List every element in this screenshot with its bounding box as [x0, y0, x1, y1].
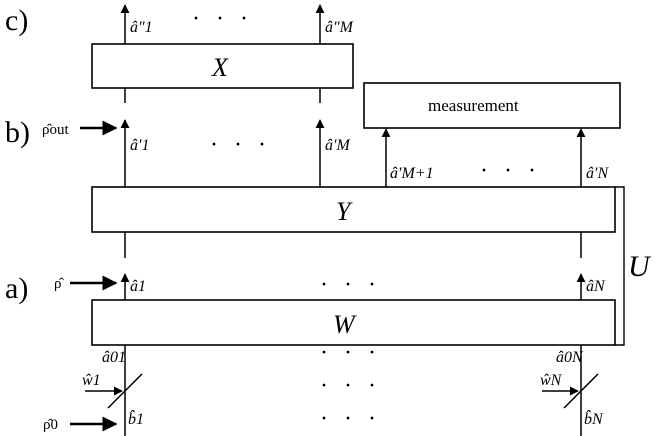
mode-label-c-last: â″M — [325, 19, 355, 36]
mode-label-b-last: â′N — [586, 165, 610, 182]
ellipsis-in-3: · · · — [320, 406, 381, 432]
unitary-bracket — [615, 186, 625, 346]
ellipsis-a: · · · — [320, 272, 381, 298]
ellipsis-c: · · · — [192, 6, 253, 32]
ellipsis-in-2: · · · — [320, 373, 381, 399]
unitary-label: U — [628, 250, 652, 283]
box-measurement — [363, 82, 621, 129]
box-x — [91, 43, 354, 89]
panel-label-b: b) — [5, 116, 30, 149]
mode-label-b-in-first: b̂1 — [128, 409, 144, 428]
mode-label-b-mid: â′M — [325, 137, 352, 154]
state-rho-out: ρ̂out — [42, 122, 69, 138]
mode-label-c-first: â″1 — [130, 19, 153, 36]
beam-splitter-last — [563, 373, 599, 409]
box-w-label: W — [333, 310, 357, 339]
box-y — [91, 186, 616, 233]
mode-label-w-first: ŵ1 — [82, 372, 101, 389]
mode-label-a-last: âN — [586, 278, 606, 295]
mode-label-a-first: â1 — [130, 278, 146, 295]
beam-splitter-first — [107, 373, 143, 409]
ellipsis-b-right: · · · — [480, 158, 541, 184]
panel-label-c: c) — [5, 4, 28, 37]
panel-label-a: a) — [5, 272, 28, 305]
mode-label-b-in-last: b̂N — [584, 409, 604, 428]
box-x-label: X — [211, 53, 229, 82]
mode-label-in-last: â0N — [556, 349, 584, 366]
mode-label-in-first: â01 — [102, 349, 126, 366]
state-rho-0: ρ̂0 — [43, 417, 58, 433]
box-y-label: Y — [336, 197, 353, 226]
ellipsis-in-1: · · · — [320, 340, 381, 366]
state-rho: ρ̂ — [54, 276, 64, 292]
ellipsis-b: · · · — [210, 132, 271, 158]
mode-label-b-next: â′M+1 — [390, 165, 434, 182]
box-measurement-label: measurement — [428, 96, 519, 115]
mode-label-b-first: â′1 — [130, 137, 150, 154]
mode-label-w-last: ŵN — [540, 372, 563, 389]
box-w — [91, 299, 616, 346]
